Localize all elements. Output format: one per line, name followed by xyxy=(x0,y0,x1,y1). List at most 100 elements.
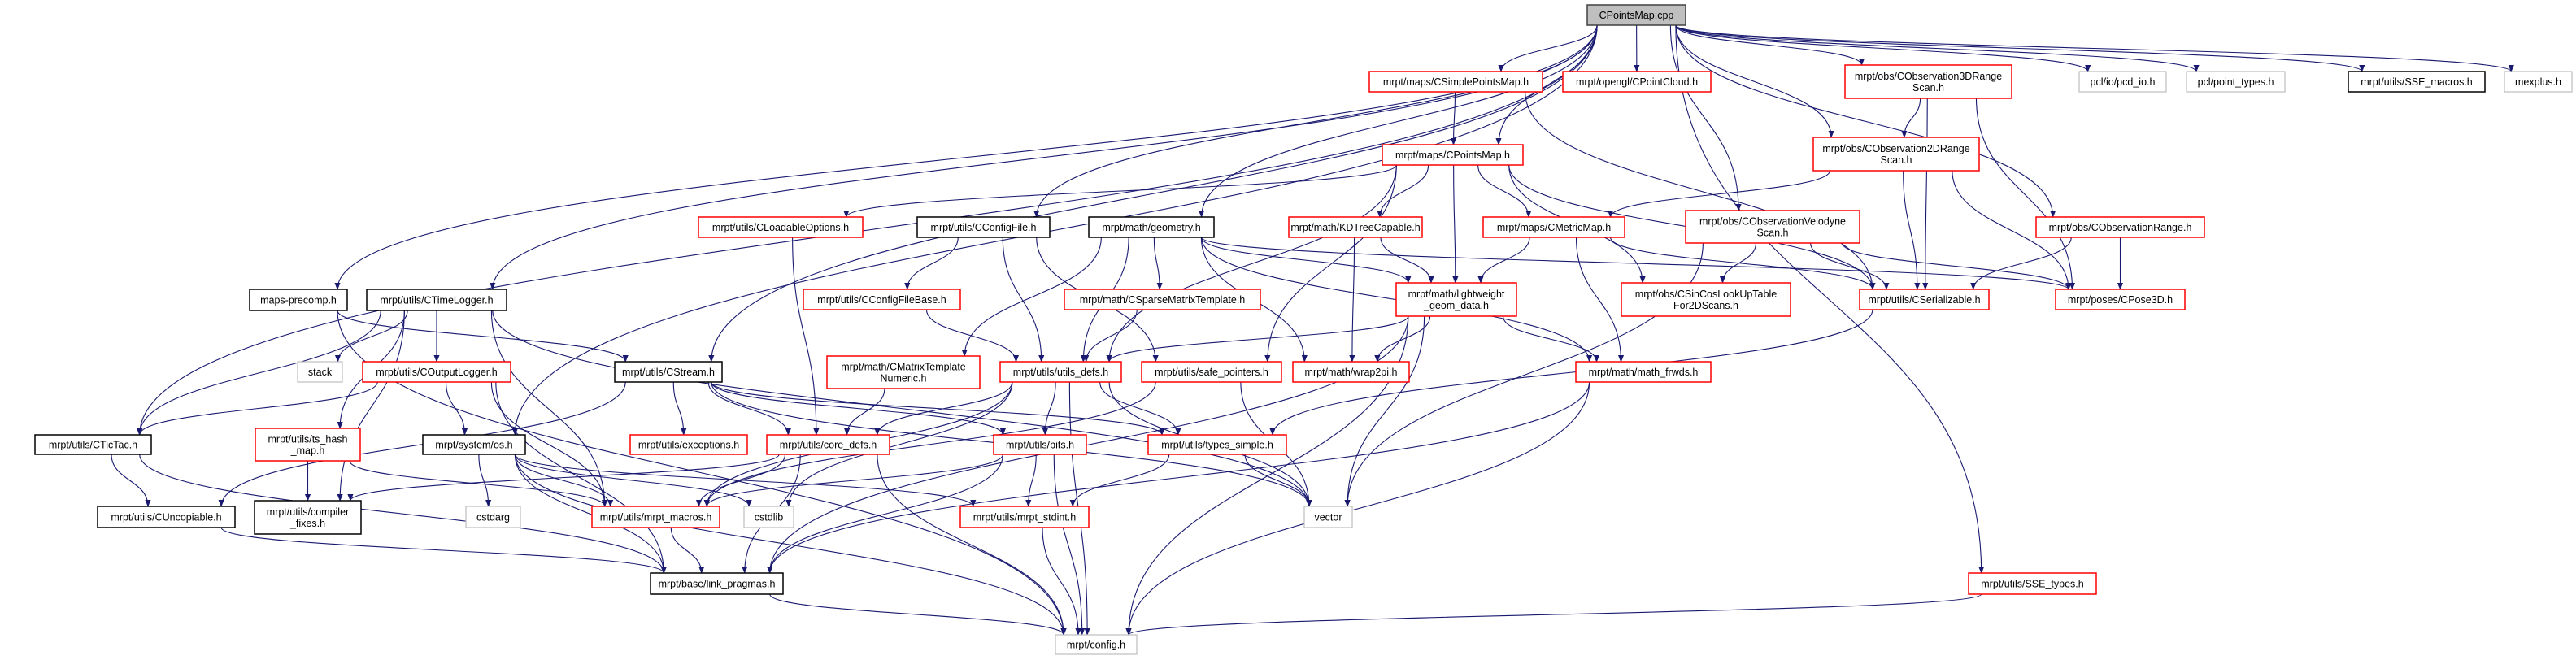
node-label: mrpt/utils/core_defs.h xyxy=(780,440,877,451)
edge-root-to-pcd_io xyxy=(1675,24,2091,72)
edges-layer xyxy=(111,24,2514,636)
edge-root-to-cstream xyxy=(708,24,1598,363)
node-sse-types[interactable]: mrpt/utils/SSE_types.h xyxy=(1968,572,2097,595)
node-ts-hash[interactable]: mrpt/utils/ts_hash_map.h xyxy=(255,428,361,462)
edge-coutputlogger-to-os xyxy=(445,381,468,436)
node-cpointsmap-h[interactable]: mrpt/maps/CPointsMap.h xyxy=(1382,144,1524,166)
edge-os-to-mrpt_stdint xyxy=(514,454,977,507)
node-cpointcloud[interactable]: mrpt/opengl/CPointCloud.h xyxy=(1562,71,1712,93)
edge-mrpt_stdint-to-config xyxy=(1042,527,1081,636)
node-box xyxy=(1562,71,1712,93)
node-types-simple[interactable]: mrpt/utils/types_simple.h xyxy=(1147,434,1287,455)
node-utils-defs[interactable]: mrpt/utils/utils_defs.h xyxy=(999,361,1122,383)
edge-core_defs-to-config xyxy=(877,454,1067,636)
node-coutputlogger[interactable]: mrpt/utils/COutputLogger.h xyxy=(362,361,511,383)
node-label: mrpt/obs/CSinCosLookUpTable xyxy=(1635,289,1777,300)
node-mrpt-macros[interactable]: mrpt/utils/mrpt_macros.h xyxy=(591,506,720,528)
node-safe-pointers[interactable]: mrpt/utils/safe_pointers.h xyxy=(1141,361,1282,383)
node-cstdlib: cstdlib xyxy=(743,506,794,528)
edge-csparse-to-utils_defs xyxy=(1083,309,1138,363)
node-csparse[interactable]: mrpt/math/CSparseMatrixTemplate.h xyxy=(1064,289,1261,310)
edge-cobsrange-to-cserializable xyxy=(1970,237,2072,290)
node-maps-precomp[interactable]: maps-precomp.h xyxy=(249,289,348,311)
node-label: mrpt/utils/ts_hash xyxy=(268,434,348,445)
node-cpose3d[interactable]: mrpt/poses/CPose3D.h xyxy=(2055,289,2186,310)
edge-math_frwds-to-link_pragmas xyxy=(767,381,1590,574)
node-cloadable[interactable]: mrpt/utils/CLoadableOptions.h xyxy=(698,216,864,238)
node-geometry[interactable]: mrpt/math/geometry.h xyxy=(1088,216,1215,238)
edge-cobs3d-to-cobs2d xyxy=(1901,98,1921,138)
node-label: mrpt/utils/CConfigFile.h xyxy=(931,222,1037,233)
node-csimplepm[interactable]: mrpt/maps/CSimplePointsMap.h xyxy=(1368,71,1543,93)
edge-root-to-ctictac xyxy=(137,24,1598,436)
node-label: mrpt/obs/CObservation3DRange xyxy=(1855,71,2002,82)
node-box xyxy=(959,506,1090,528)
node-cconfigfile[interactable]: mrpt/utils/CConfigFile.h xyxy=(916,216,1051,238)
edge-coutputlogger-to-mrpt_macros xyxy=(490,381,608,507)
node-box xyxy=(1586,4,1686,26)
edge-cmetricmap-to-math_frwds xyxy=(1575,237,1625,363)
node-sse-macros[interactable]: mrpt/utils/SSE_macros.h xyxy=(2348,71,2486,93)
node-pcd-io: pcl/io/pcd_io.h xyxy=(2078,71,2167,93)
node-kdtree[interactable]: mrpt/math/KDTreeCapable.h xyxy=(1288,216,1423,238)
node-os[interactable]: mrpt/system/os.h xyxy=(422,434,526,455)
edge-cloadable-to-core_defs xyxy=(792,237,820,436)
node-box xyxy=(1088,216,1215,238)
node-box xyxy=(2055,289,2186,310)
node-math-frwds[interactable]: mrpt/math/math_frwds.h xyxy=(1575,361,1712,383)
edge-ctimelogger-to-mrpt_macros xyxy=(490,310,608,507)
edge-cmatrixtn-to-core_defs xyxy=(844,388,886,436)
edge-os-to-link_pragmas xyxy=(514,454,667,574)
node-exceptions[interactable]: mrpt/utils/exceptions.h xyxy=(629,434,748,455)
node-cstream[interactable]: mrpt/utils/CStream.h xyxy=(614,361,723,383)
node-box xyxy=(2078,71,2167,93)
node-mrpt-stdint[interactable]: mrpt/utils/mrpt_stdint.h xyxy=(959,506,1090,528)
node-label: mrpt/maps/CPointsMap.h xyxy=(1395,150,1510,161)
node-label: mrpt/math/KDTreeCapable.h xyxy=(1290,222,1420,233)
edge-geometry-to-cpose3d xyxy=(1201,237,2072,290)
edge-cpointsmap_h-to-safe_pointers xyxy=(1264,164,1397,363)
edge-lightweight-to-math_frwds xyxy=(1502,315,1600,363)
node-box xyxy=(1055,634,1138,655)
node-ctictac[interactable]: mrpt/utils/CTicTac.h xyxy=(34,434,152,455)
node-label: mrpt/math/math_frwds.h xyxy=(1589,367,1699,378)
edge-ctictac-to-cuncopiable xyxy=(111,454,151,507)
node-box xyxy=(1303,506,1353,528)
node-cconfigfilebase[interactable]: mrpt/utils/CConfigFileBase.h xyxy=(803,289,961,310)
node-compiler-fixes[interactable]: mrpt/utils/compiler_fixes.h xyxy=(254,500,362,535)
node-ctimelogger[interactable]: mrpt/utils/CTimeLogger.h xyxy=(366,289,507,311)
edge-utils_defs-to-cstdlib xyxy=(785,381,1013,507)
node-lightweight[interactable]: mrpt/math/lightweight_geom_data.h xyxy=(1395,282,1517,317)
node-cserializable[interactable]: mrpt/utils/CSerializable.h xyxy=(1859,289,1990,310)
edge-cstream-to-types_simple xyxy=(711,381,1165,436)
edge-math_frwds-to-config xyxy=(1125,381,1590,636)
node-cobsrange[interactable]: mrpt/obs/CObservationRange.h xyxy=(2035,216,2205,238)
node-core-defs[interactable]: mrpt/utils/core_defs.h xyxy=(766,434,890,455)
node-label: CPointsMap.cpp xyxy=(1599,10,1674,21)
node-label: _fixes.h xyxy=(289,518,325,529)
edge-cserializable-to-types_simple xyxy=(1269,309,1873,436)
edge-os-to-cstdarg xyxy=(478,454,492,507)
node-link-pragmas[interactable]: mrpt/base/link_pragmas.h xyxy=(650,572,784,595)
node-bits[interactable]: mrpt/utils/bits.h xyxy=(993,434,1087,455)
node-label: mrpt/utils/CLoadableOptions.h xyxy=(712,222,849,233)
node-cmetricmap[interactable]: mrpt/maps/CMetricMap.h xyxy=(1482,216,1625,238)
edge-utils_defs-to-types_simple xyxy=(1099,381,1181,436)
node-label: mrpt/utils/bits.h xyxy=(1006,440,1074,451)
node-label: For2DScans.h xyxy=(1673,300,1738,311)
node-box xyxy=(916,216,1051,238)
node-cuncopiable[interactable]: mrpt/utils/CUncopiable.h xyxy=(97,506,236,528)
node-label: mrpt/base/link_pragmas.h xyxy=(659,579,776,590)
node-root[interactable]: CPointsMap.cpp xyxy=(1586,4,1686,26)
node-wrap2pi[interactable]: mrpt/math/wrap2pi.h xyxy=(1292,361,1410,383)
edge-geometry-to-csparse xyxy=(1153,237,1163,290)
edge-lightweight-to-utils_defs xyxy=(1106,315,1409,363)
edge-os-to-cstdlib xyxy=(514,454,752,507)
edge-os-to-mrpt_macros xyxy=(514,454,614,507)
